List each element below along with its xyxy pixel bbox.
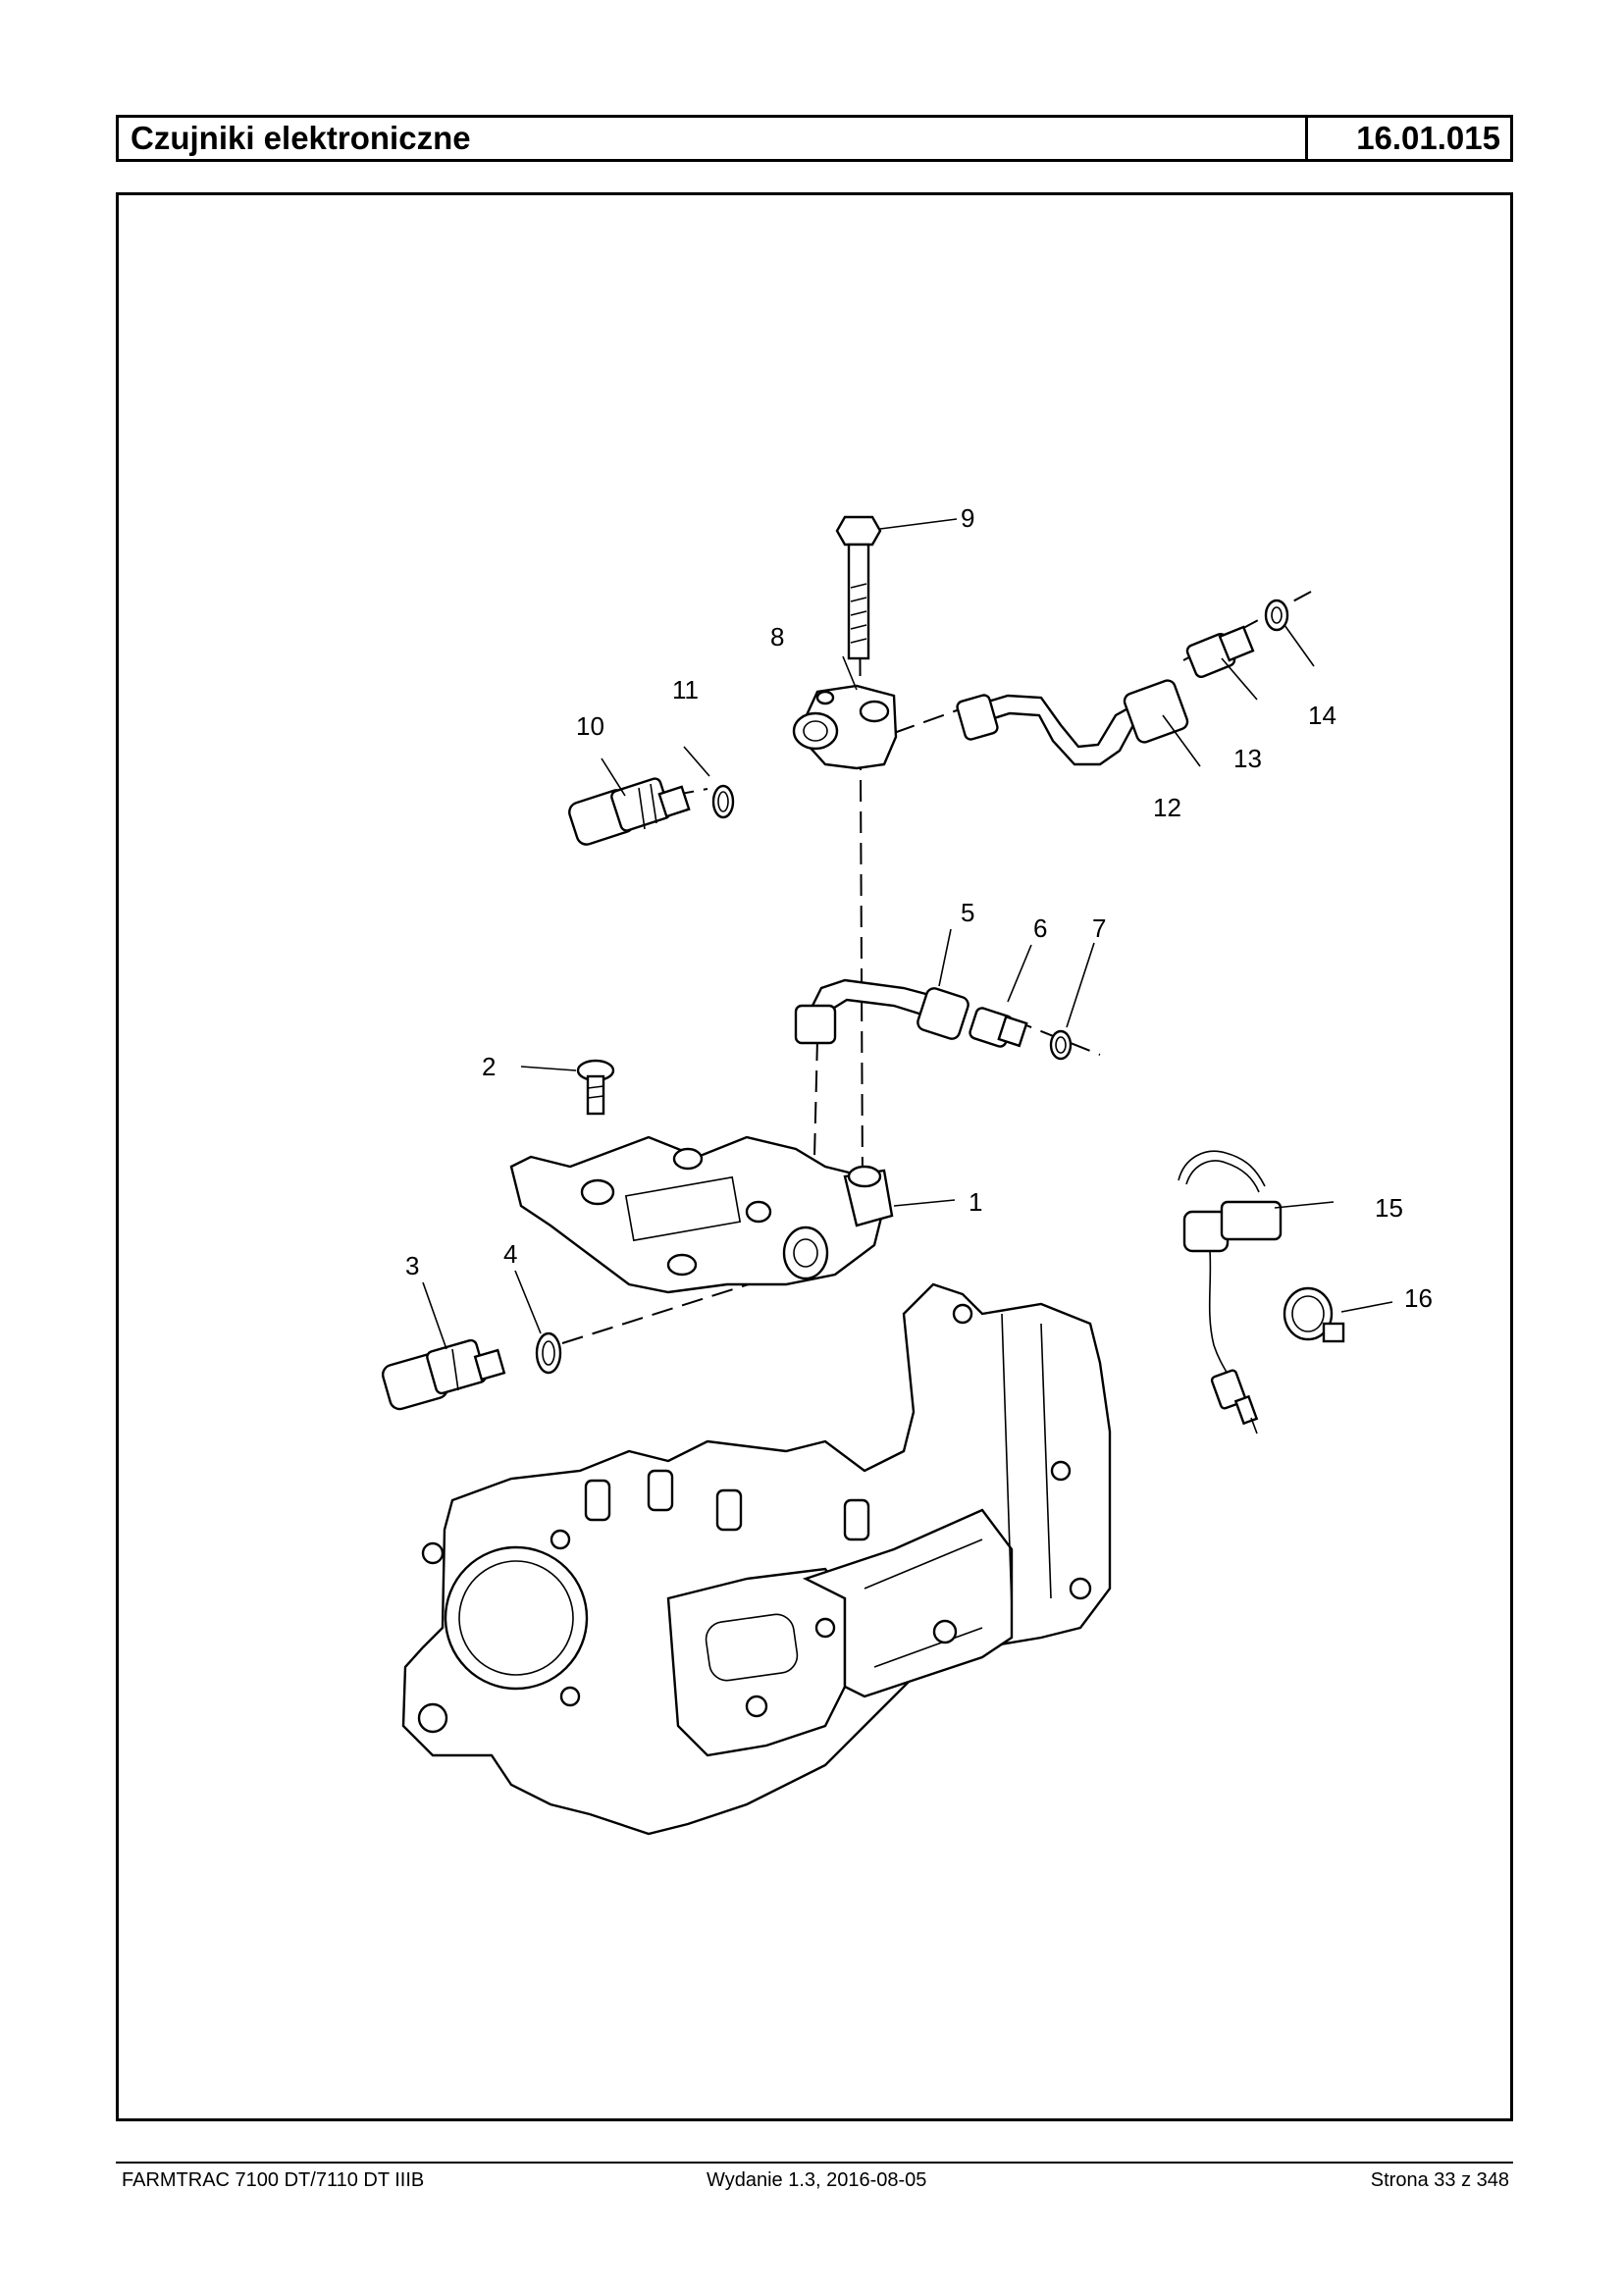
hose-clamp-part (1283, 1286, 1345, 1343)
callout-1: 1 (969, 1187, 982, 1217)
page-header: Czujniki elektroniczne 16.01.015 (116, 115, 1513, 162)
adapter-block-part (792, 684, 898, 770)
section-code: 16.01.015 (1356, 120, 1500, 156)
bracket-part (509, 1135, 894, 1294)
footer-page-number: Strona 33 z 348 (1370, 2169, 1509, 2191)
exploded-parts-diagram: 1 2 3 4 5 6 7 8 9 10 11 12 13 14 15 16 (116, 192, 1513, 2121)
o-ring-part (711, 784, 735, 819)
union-fitting-part (1185, 625, 1255, 679)
callout-11: 11 (672, 675, 699, 704)
page-footer: FARMTRAC 7100 DT/7110 DT IIIB Wydanie 1.… (116, 2169, 1513, 2199)
pipe-part (956, 679, 1189, 766)
callout-labels: 1 2 3 4 5 6 7 8 9 10 11 12 13 14 15 16 (405, 503, 1433, 1313)
washer-part-lower (1049, 1029, 1073, 1061)
callout-3: 3 (405, 1251, 419, 1280)
footer-divider (116, 2162, 1513, 2164)
washer-part (1264, 599, 1289, 632)
callout-6: 6 (1033, 913, 1047, 943)
callout-13: 13 (1233, 744, 1262, 773)
footer-model: FARMTRAC 7100 DT/7110 DT IIIB (122, 2169, 425, 2191)
callout-16: 16 (1404, 1283, 1433, 1313)
screw-part (576, 1059, 615, 1116)
o-ring-part-lower (535, 1331, 562, 1375)
callout-7: 7 (1092, 913, 1106, 943)
engine-manifold-housing (401, 1282, 1112, 1836)
fitting-part (969, 1007, 1028, 1048)
pressure-sensor-part-lower (381, 1338, 506, 1411)
page-title: Czujniki elektroniczne (119, 118, 1308, 159)
callout-12: 12 (1153, 793, 1181, 822)
callout-10: 10 (576, 711, 604, 741)
callout-4: 4 (503, 1239, 517, 1269)
temperature-sensor-part (1178, 1150, 1283, 1434)
callout-5: 5 (961, 898, 974, 927)
bolt-part (835, 515, 882, 660)
callout-8: 8 (770, 622, 784, 652)
pressure-sensor-part (568, 777, 691, 846)
footer-edition: Wydanie 1.3, 2016-08-05 (707, 2169, 927, 2191)
callout-15: 15 (1375, 1193, 1403, 1223)
diagram-canvas: 1 2 3 4 5 6 7 8 9 10 11 12 13 14 15 16 (381, 503, 1433, 1836)
callout-9: 9 (961, 503, 974, 533)
callout-2: 2 (482, 1052, 496, 1081)
callout-14: 14 (1308, 701, 1336, 730)
pipe-part-lower (794, 978, 969, 1045)
